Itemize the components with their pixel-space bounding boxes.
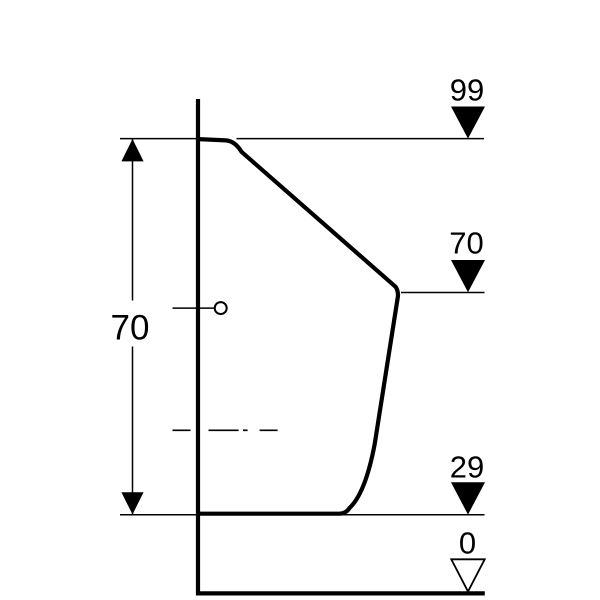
svg-text:70: 70 <box>449 225 483 260</box>
svg-text:70: 70 <box>111 308 150 347</box>
svg-text:99: 99 <box>450 73 484 108</box>
svg-text:29: 29 <box>450 450 484 485</box>
svg-text:0: 0 <box>459 525 476 560</box>
